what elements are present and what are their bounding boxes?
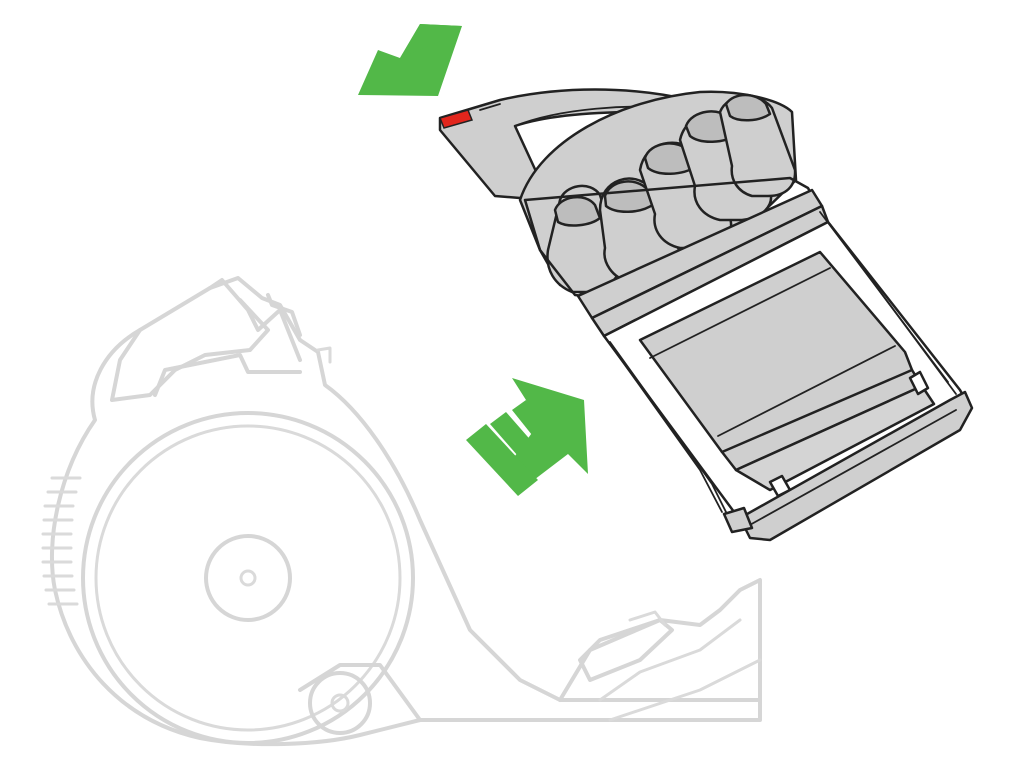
- wheel-tread: [41, 476, 82, 606]
- press-arrow-icon: [358, 24, 462, 96]
- vacuum-body-ghost: [41, 276, 762, 747]
- cyclone-cones: [518, 90, 798, 302]
- release-catch: [438, 109, 474, 129]
- cyclone-assembly: [438, 88, 974, 542]
- lift-arrow-icon: [466, 378, 588, 496]
